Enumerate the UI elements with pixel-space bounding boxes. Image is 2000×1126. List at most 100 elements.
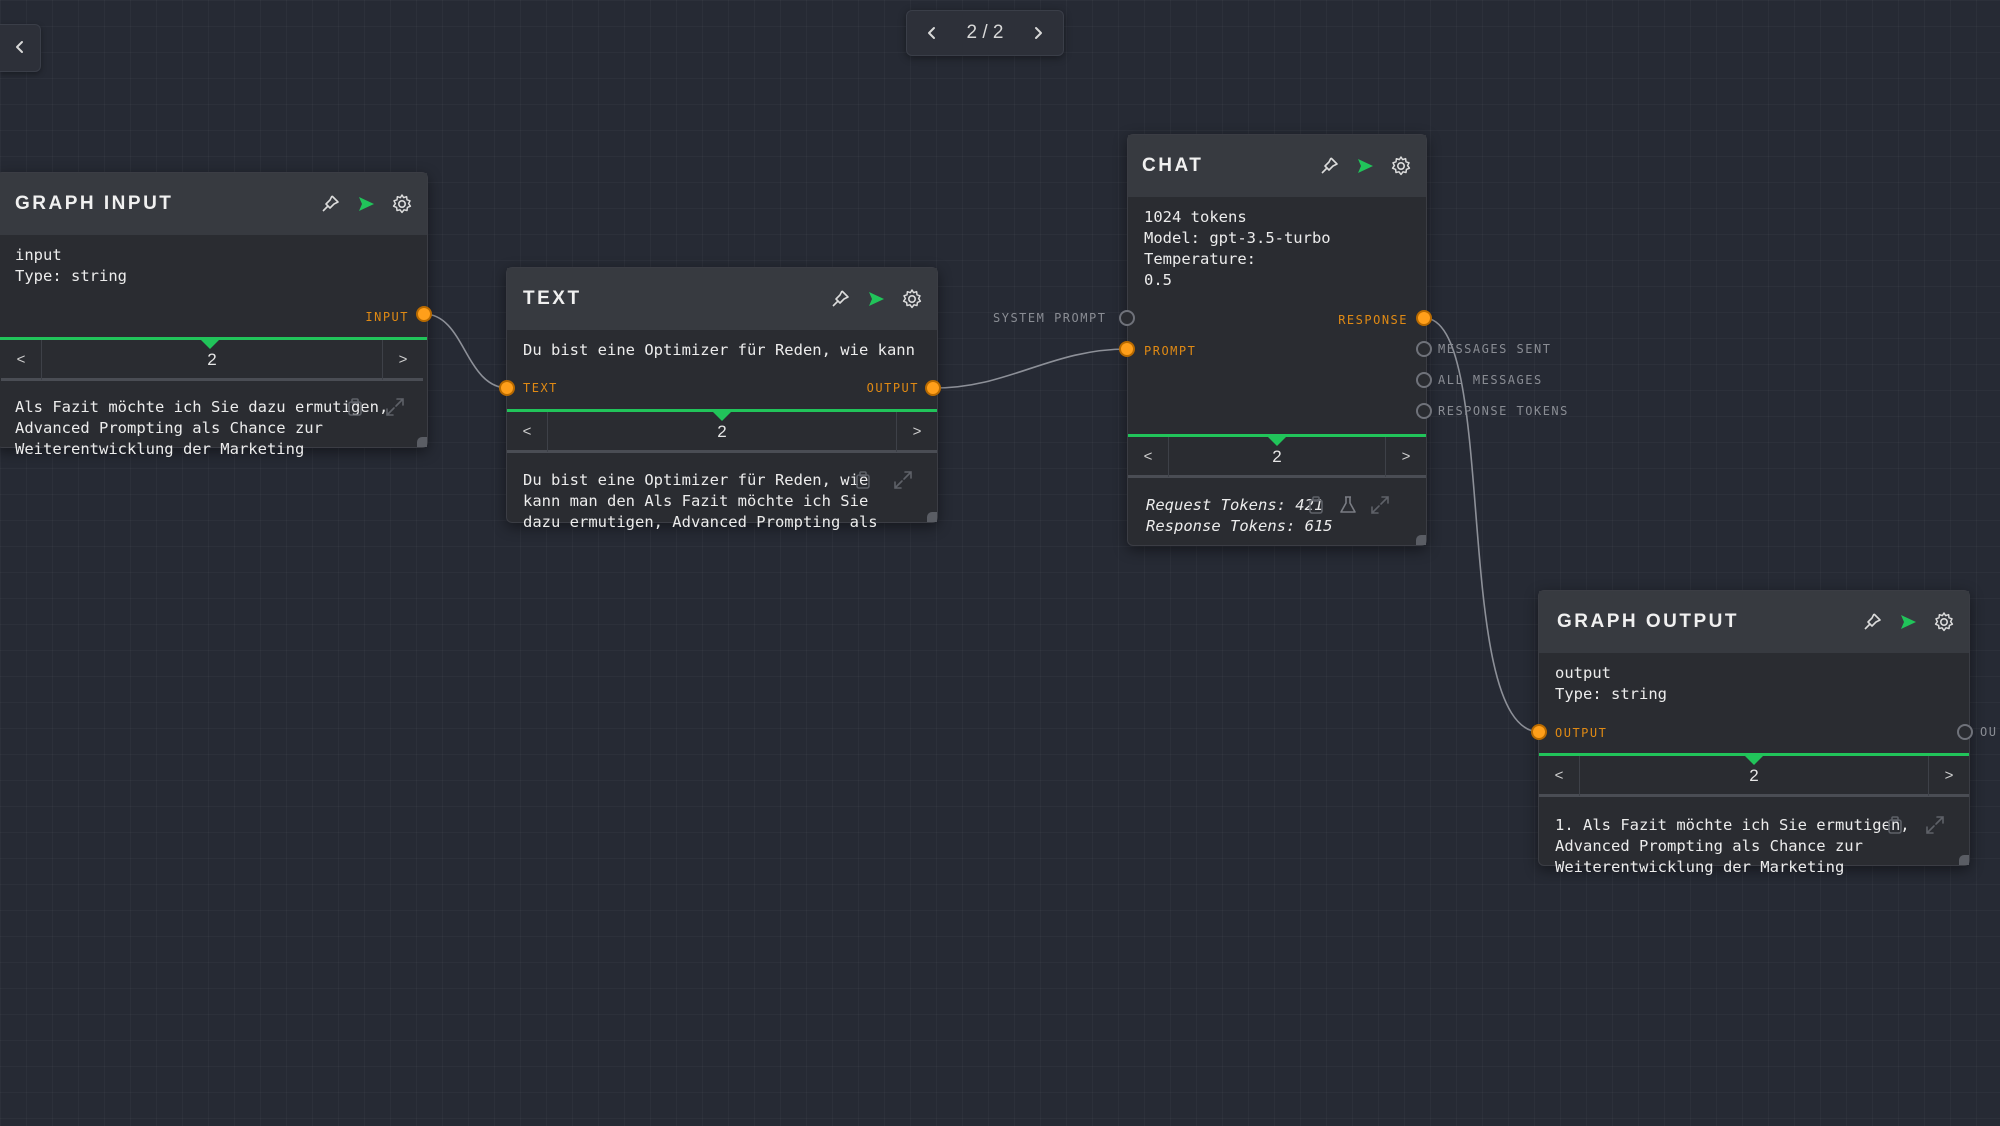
resize-handle[interactable] [417,437,427,447]
node-title: CHAT [1142,155,1204,176]
port-messages-sent[interactable] [1416,341,1432,357]
stepper-next-button[interactable]: > [912,423,922,440]
port-label-response-tokens: RESPONSE TOKENS [1438,404,1569,418]
output-divider [1128,434,1426,437]
node-description: input Type: string [15,246,127,285]
node-header[interactable]: CHAT [1128,135,1426,197]
stepper-value: 2 [1168,436,1386,477]
collapse-sidebar-button[interactable] [0,24,41,72]
chevron-left-icon [13,39,27,58]
stepper-value: 2 [1579,755,1929,796]
output-page-stepper: < 2 > [1,339,423,381]
play-icon[interactable] [1897,611,1919,633]
port-text-in[interactable] [499,380,515,396]
port-label-messages-sent: MESSAGES SENT [1438,342,1552,356]
pager-count: 2 / 2 [966,22,1004,43]
resize-handle[interactable] [1959,855,1969,865]
stepper-next-button[interactable]: > [1944,767,1954,784]
output-divider [0,337,427,340]
divider-marker [1267,436,1287,446]
output-page-stepper: < 2 > [507,411,937,453]
expand-icon[interactable] [891,468,915,492]
port-graph-output-in[interactable] [1531,724,1547,740]
port-input[interactable] [416,306,432,322]
wire-text-to-chat [933,348,1129,389]
copy-icon[interactable] [851,468,875,492]
output-page-stepper: < 2 > [1128,436,1426,478]
flask-icon[interactable] [1336,493,1360,517]
port-system-prompt[interactable] [1119,310,1135,326]
wire-input-to-text [423,313,509,389]
execution-pager: 2 / 2 [906,10,1064,56]
play-icon[interactable] [1354,155,1376,177]
node-output-text: Als Fazit möchte ich Sie dazu ermutigen,… [15,398,389,458]
gear-icon[interactable] [901,288,923,310]
gear-icon[interactable] [1933,611,1955,633]
node-chat[interactable]: CHAT 1024 tokens Model: gpt-3.5-turbo Te… [1127,134,1427,546]
pager-next-button[interactable] [1027,22,1049,44]
port-all-messages[interactable] [1416,372,1432,388]
pager-prev-button[interactable] [921,22,943,44]
expand-icon[interactable] [1923,813,1947,837]
gear-icon[interactable] [1390,155,1412,177]
copy-icon[interactable] [343,395,367,419]
divider-marker [1744,755,1764,765]
node-description: 1024 tokens Model: gpt-3.5-turbo Tempera… [1144,208,1331,289]
node-title: TEXT [523,288,582,309]
stepper-value: 2 [41,339,383,380]
stepper-prev-button[interactable]: < [16,351,26,368]
output-divider [507,409,937,412]
stepper-prev-button[interactable]: < [522,423,532,440]
node-description: Du bist eine Optimizer für Reden, wie ka… [523,341,915,359]
node-output-text: Du bist eine Optimizer für Reden, wie ka… [523,471,878,531]
node-graph-output[interactable]: GRAPH OUTPUT output Type: string OUTPUT … [1538,590,1970,876]
divider-marker [200,339,220,349]
port-label-prompt: PROMPT [1144,344,1197,358]
port-response-tokens[interactable] [1416,403,1432,419]
play-icon[interactable] [355,193,377,215]
pin-icon[interactable] [1861,611,1883,633]
port-label-output: OUTPUT [866,381,919,395]
port-graph-output-out[interactable] [1957,724,1973,740]
copy-icon[interactable] [1304,493,1328,517]
node-header[interactable]: GRAPH OUTPUT [1539,591,1969,653]
copy-icon[interactable] [1883,813,1907,837]
play-icon[interactable] [865,288,887,310]
port-label-text: TEXT [523,381,558,395]
resize-handle[interactable] [927,512,937,522]
output-divider [1539,753,1969,756]
expand-icon[interactable] [1368,493,1392,517]
node-description: output Type: string [1555,664,1667,703]
chevron-left-icon [928,27,935,39]
node-title: GRAPH OUTPUT [1557,611,1739,632]
port-text-out[interactable] [925,380,941,396]
resize-handle[interactable] [1416,535,1426,545]
port-label-output-right: OU [1980,725,1998,739]
stepper-next-button[interactable]: > [1401,448,1411,465]
node-text[interactable]: TEXT Du bist eine Optimizer für Reden, w… [506,267,938,531]
node-graph-input[interactable]: GRAPH INPUT input Type: string INPUT < 2… [0,172,428,458]
expand-icon[interactable] [383,395,407,419]
port-label-system-prompt: SYSTEM PROMPT [993,311,1107,325]
port-response[interactable] [1416,310,1432,326]
stepper-prev-button[interactable]: < [1143,448,1153,465]
node-header[interactable]: GRAPH INPUT [0,173,427,235]
divider-marker [712,411,732,421]
port-label-output: OUTPUT [1555,726,1608,740]
port-label-all-messages: ALL MESSAGES [1438,373,1543,387]
node-title: GRAPH INPUT [15,193,174,214]
stepper-prev-button[interactable]: < [1554,767,1564,784]
pin-icon[interactable] [1318,155,1340,177]
port-label-response: RESPONSE [1338,313,1408,327]
gear-icon[interactable] [391,193,413,215]
port-prompt[interactable] [1119,341,1135,357]
port-label-input: INPUT [365,310,409,324]
pin-icon[interactable] [829,288,851,310]
output-page-stepper: < 2 > [1539,755,1969,797]
node-header[interactable]: TEXT [507,268,937,330]
pin-icon[interactable] [319,193,341,215]
chevron-right-icon [1034,27,1042,39]
stepper-next-button[interactable]: > [398,351,408,368]
node-output-text: 1. Als Fazit möchte ich Sie ermutigen, A… [1555,816,1910,876]
